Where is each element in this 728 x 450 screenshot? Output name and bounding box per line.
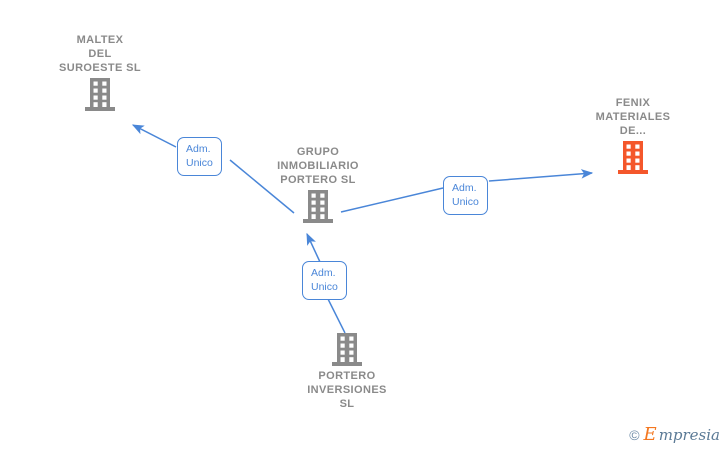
node-label-grupo-inmobiliario-portero: GRUPO INMOBILIARIO PORTERO SL xyxy=(277,146,359,186)
edge-label-grupo-to-fenix[interactable]: Adm. Unico xyxy=(443,176,488,215)
node-fenix-materiales[interactable]: FENIX MATERIALES DE... xyxy=(558,96,708,174)
edge-line-grupo-to-fenix-right xyxy=(488,169,594,182)
empresia-watermark: © E mpresia xyxy=(629,426,720,444)
office-building-icon xyxy=(85,78,115,111)
node-portero-inversiones[interactable]: PORTERO INVERSIONES SL xyxy=(272,333,422,411)
node-label-fenix-materiales: FENIX MATERIALES DE... xyxy=(595,97,671,137)
edge-label-grupo-to-maltex[interactable]: Adm. Unico xyxy=(177,137,222,176)
edge-label-portero-to-grupo[interactable]: Adm. Unico xyxy=(302,261,347,300)
node-label-portero-inversiones: PORTERO INVERSIONES SL xyxy=(307,370,387,410)
node-label-maltex: MALTEX DEL SUROESTE SL xyxy=(58,34,142,74)
node-grupo-inmobiliario-portero[interactable]: GRUPO INMOBILIARIO PORTERO SL xyxy=(243,145,393,223)
edge-line-portero-to-grupo-bottom xyxy=(326,296,346,334)
office-building-icon xyxy=(618,141,648,174)
node-maltex[interactable]: MALTEX DEL SUROESTE SL xyxy=(25,33,175,111)
office-building-icon xyxy=(332,333,362,366)
copyright-icon: © xyxy=(629,427,640,443)
brand-initial: E xyxy=(643,424,657,445)
edge-line-grupo-to-maltex-left xyxy=(131,124,177,148)
edge-line-portero-to-grupo-top xyxy=(306,232,321,263)
office-building-icon xyxy=(303,190,333,223)
brand-name: mpresia xyxy=(658,425,720,444)
